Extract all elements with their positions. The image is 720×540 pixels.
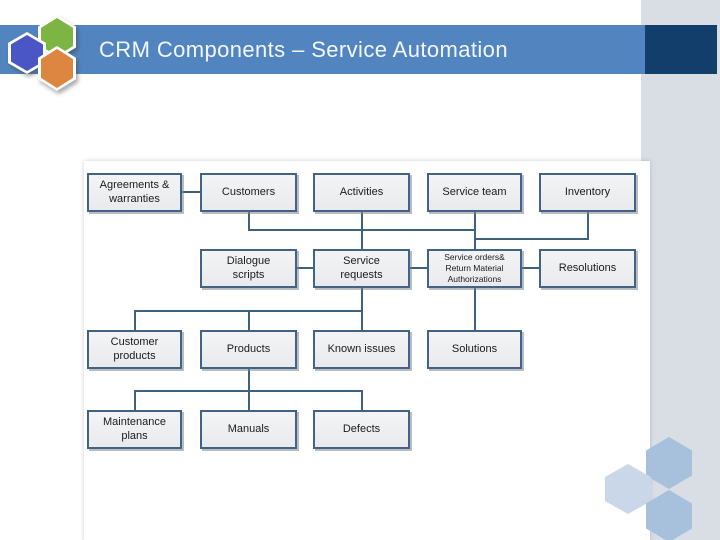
connector xyxy=(474,288,476,330)
logo xyxy=(0,0,90,100)
connector xyxy=(474,238,589,240)
connector xyxy=(182,191,200,193)
connector xyxy=(134,310,136,330)
connector xyxy=(410,267,427,269)
connector xyxy=(361,288,363,330)
node-service-orders-rma: Service orders& Return Material Authoriz… xyxy=(427,249,522,288)
connector xyxy=(361,390,363,410)
connector xyxy=(297,267,313,269)
node-maintenance-plans: Maintenance plans xyxy=(87,410,182,449)
node-activities: Activities xyxy=(313,173,410,212)
banner-end-block xyxy=(645,25,717,74)
node-service-requests: Service requests xyxy=(313,249,410,288)
node-customer-products: Customer products xyxy=(87,330,182,369)
node-resolutions: Resolutions xyxy=(539,249,636,288)
connector xyxy=(474,212,476,249)
node-agreements-warranties: Agreements & warranties xyxy=(87,173,182,212)
connector xyxy=(134,390,136,410)
node-dialogue-scripts: Dialogue scripts xyxy=(200,249,297,288)
connector xyxy=(248,212,250,231)
node-defects: Defects xyxy=(313,410,410,449)
connector xyxy=(248,368,250,392)
node-inventory: Inventory xyxy=(539,173,636,212)
page-title: CRM Components – Service Automation xyxy=(99,36,508,62)
node-products: Products xyxy=(200,330,297,369)
connector xyxy=(587,212,589,240)
node-solutions: Solutions xyxy=(427,330,522,369)
connector xyxy=(361,212,363,249)
node-customers: Customers xyxy=(200,173,297,212)
connector xyxy=(522,267,539,269)
node-manuals: Manuals xyxy=(200,410,297,449)
connector xyxy=(248,390,250,410)
node-service-team: Service team xyxy=(427,173,522,212)
connector xyxy=(248,310,250,330)
node-known-issues: Known issues xyxy=(313,330,410,369)
title-banner: CRM Components – Service Automation xyxy=(0,25,645,74)
diagram-panel: Agreements & warranties Customers Activi… xyxy=(84,161,650,540)
